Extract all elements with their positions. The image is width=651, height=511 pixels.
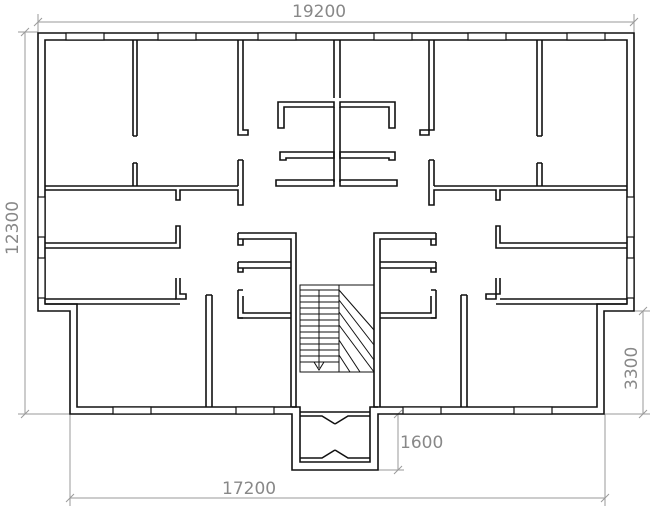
dimension-label-left: 12300 (3, 201, 23, 255)
dimension-label-top: 19200 (292, 2, 346, 22)
dimension-label-entrance: 1600 (400, 433, 443, 453)
exterior-walls (37, 32, 635, 471)
dimension-label-right: 3300 (622, 347, 642, 390)
dimension-label-bottom: 17200 (222, 479, 276, 499)
windows (37, 32, 635, 415)
interior-walls (45, 40, 627, 459)
staircase (299, 284, 375, 373)
